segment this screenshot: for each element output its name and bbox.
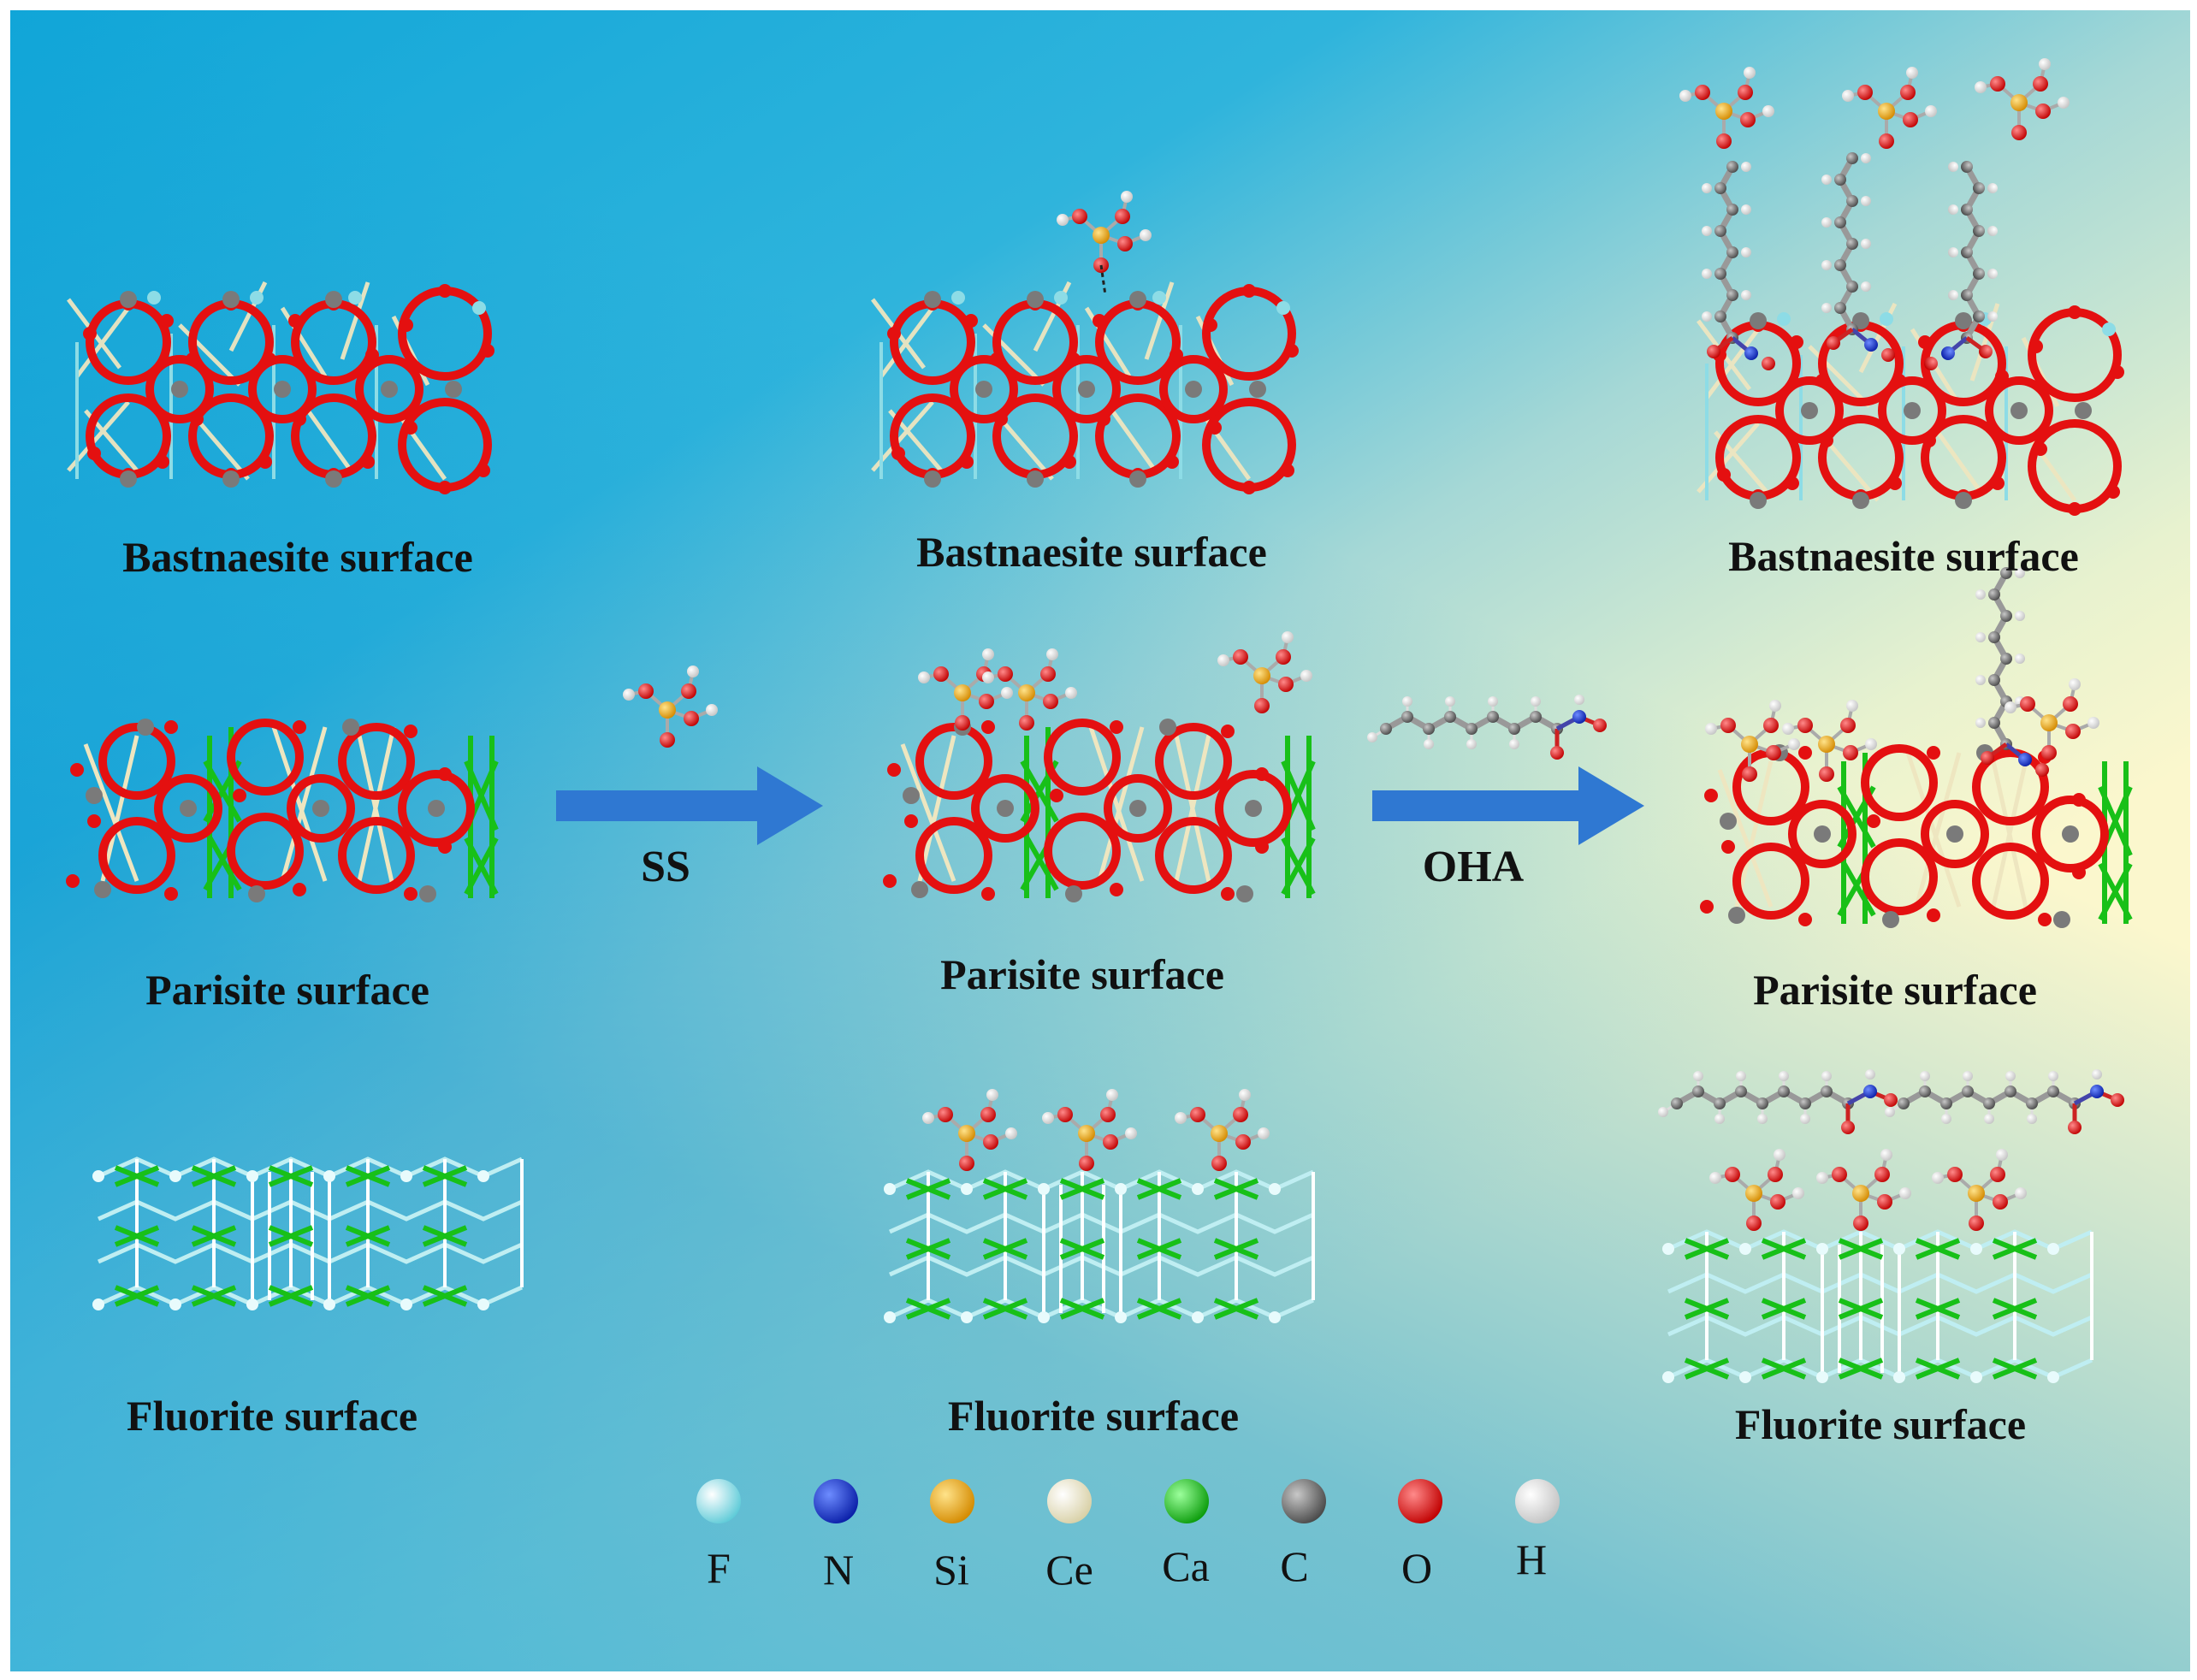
bastnaesite-label-3: Bastnaesite surface — [1728, 532, 2079, 580]
legend-swatch-h — [1515, 1479, 1560, 1523]
legend-swatch-c — [1282, 1479, 1326, 1523]
fluorite-structure-3 — [1662, 1232, 2092, 1383]
parisite-structure-3 — [1700, 744, 2130, 928]
ss-molecule — [2003, 677, 2101, 762]
legend-label-ca: Ca — [1162, 1542, 1210, 1590]
ss-molecule — [1930, 1147, 2028, 1233]
legend-swatch-si — [930, 1479, 974, 1523]
ss-arrow — [556, 766, 823, 845]
ss-molecule — [1173, 1087, 1271, 1173]
fluorite-structure-1 — [92, 1159, 522, 1310]
oha-molecule — [1658, 1069, 1898, 1134]
fluorite-label-3: Fluorite surface — [1735, 1400, 2026, 1448]
parisite-structure-2 — [883, 719, 1313, 902]
ss-molecule — [980, 647, 1079, 732]
oha-label: OHA — [1423, 843, 1525, 891]
parisite-structure-1 — [66, 719, 496, 902]
fluorite-label-1: Fluorite surface — [127, 1392, 417, 1440]
ss-molecule — [1840, 65, 1939, 151]
ss-molecule — [916, 647, 1015, 732]
ss-reagent-molecule — [621, 664, 720, 749]
bastnaesite-structure-3 — [1698, 304, 2124, 516]
ss-molecule — [1216, 630, 1314, 715]
legend-swatch-ca — [1164, 1479, 1209, 1523]
legend-label-c: C — [1280, 1542, 1308, 1590]
legend-swatch-o — [1398, 1479, 1442, 1523]
legend-label-f: F — [707, 1544, 731, 1592]
legend-label-ce: Ce — [1045, 1546, 1093, 1594]
parisite-label-3: Parisite surface — [1753, 966, 2037, 1014]
ss-molecule — [921, 1087, 1019, 1173]
element-legend: F N Si Ce Ca C O H — [696, 1479, 1560, 1594]
legend-label-h: H — [1516, 1535, 1547, 1583]
bastnaesite-structure-1 — [68, 282, 494, 494]
ss-molecule — [1708, 1147, 1806, 1233]
bastnaesite-structure-2 — [873, 282, 1299, 494]
fluorite-label-2: Fluorite surface — [948, 1392, 1239, 1440]
ss-molecule — [1678, 65, 1776, 151]
ss-molecule — [1815, 1147, 1913, 1233]
ss-molecule — [1055, 189, 1153, 275]
legend-swatch-n — [814, 1479, 858, 1523]
bastnaesite-label-1: Bastnaesite surface — [122, 533, 473, 581]
parisite-label-2: Parisite surface — [940, 950, 1224, 998]
legend-label-o: O — [1401, 1544, 1432, 1592]
parisite-label-1: Parisite surface — [145, 966, 429, 1014]
bastnaesite-label-2: Bastnaesite surface — [916, 528, 1267, 576]
oha-arrow — [1372, 766, 1644, 845]
fluorite-structure-2 — [884, 1172, 1313, 1323]
legend-swatch-f — [696, 1479, 741, 1523]
ss-molecule — [1973, 56, 2071, 142]
oha-molecule — [1885, 1069, 2124, 1134]
legend-swatch-ce — [1047, 1479, 1092, 1523]
ss-molecule — [1040, 1087, 1139, 1173]
ss-molecule — [1703, 698, 1802, 784]
ss-label: SS — [641, 843, 690, 891]
oha-reagent-molecule — [1367, 695, 1607, 760]
legend-label-n: N — [823, 1546, 854, 1594]
legend-label-si: Si — [933, 1546, 969, 1594]
